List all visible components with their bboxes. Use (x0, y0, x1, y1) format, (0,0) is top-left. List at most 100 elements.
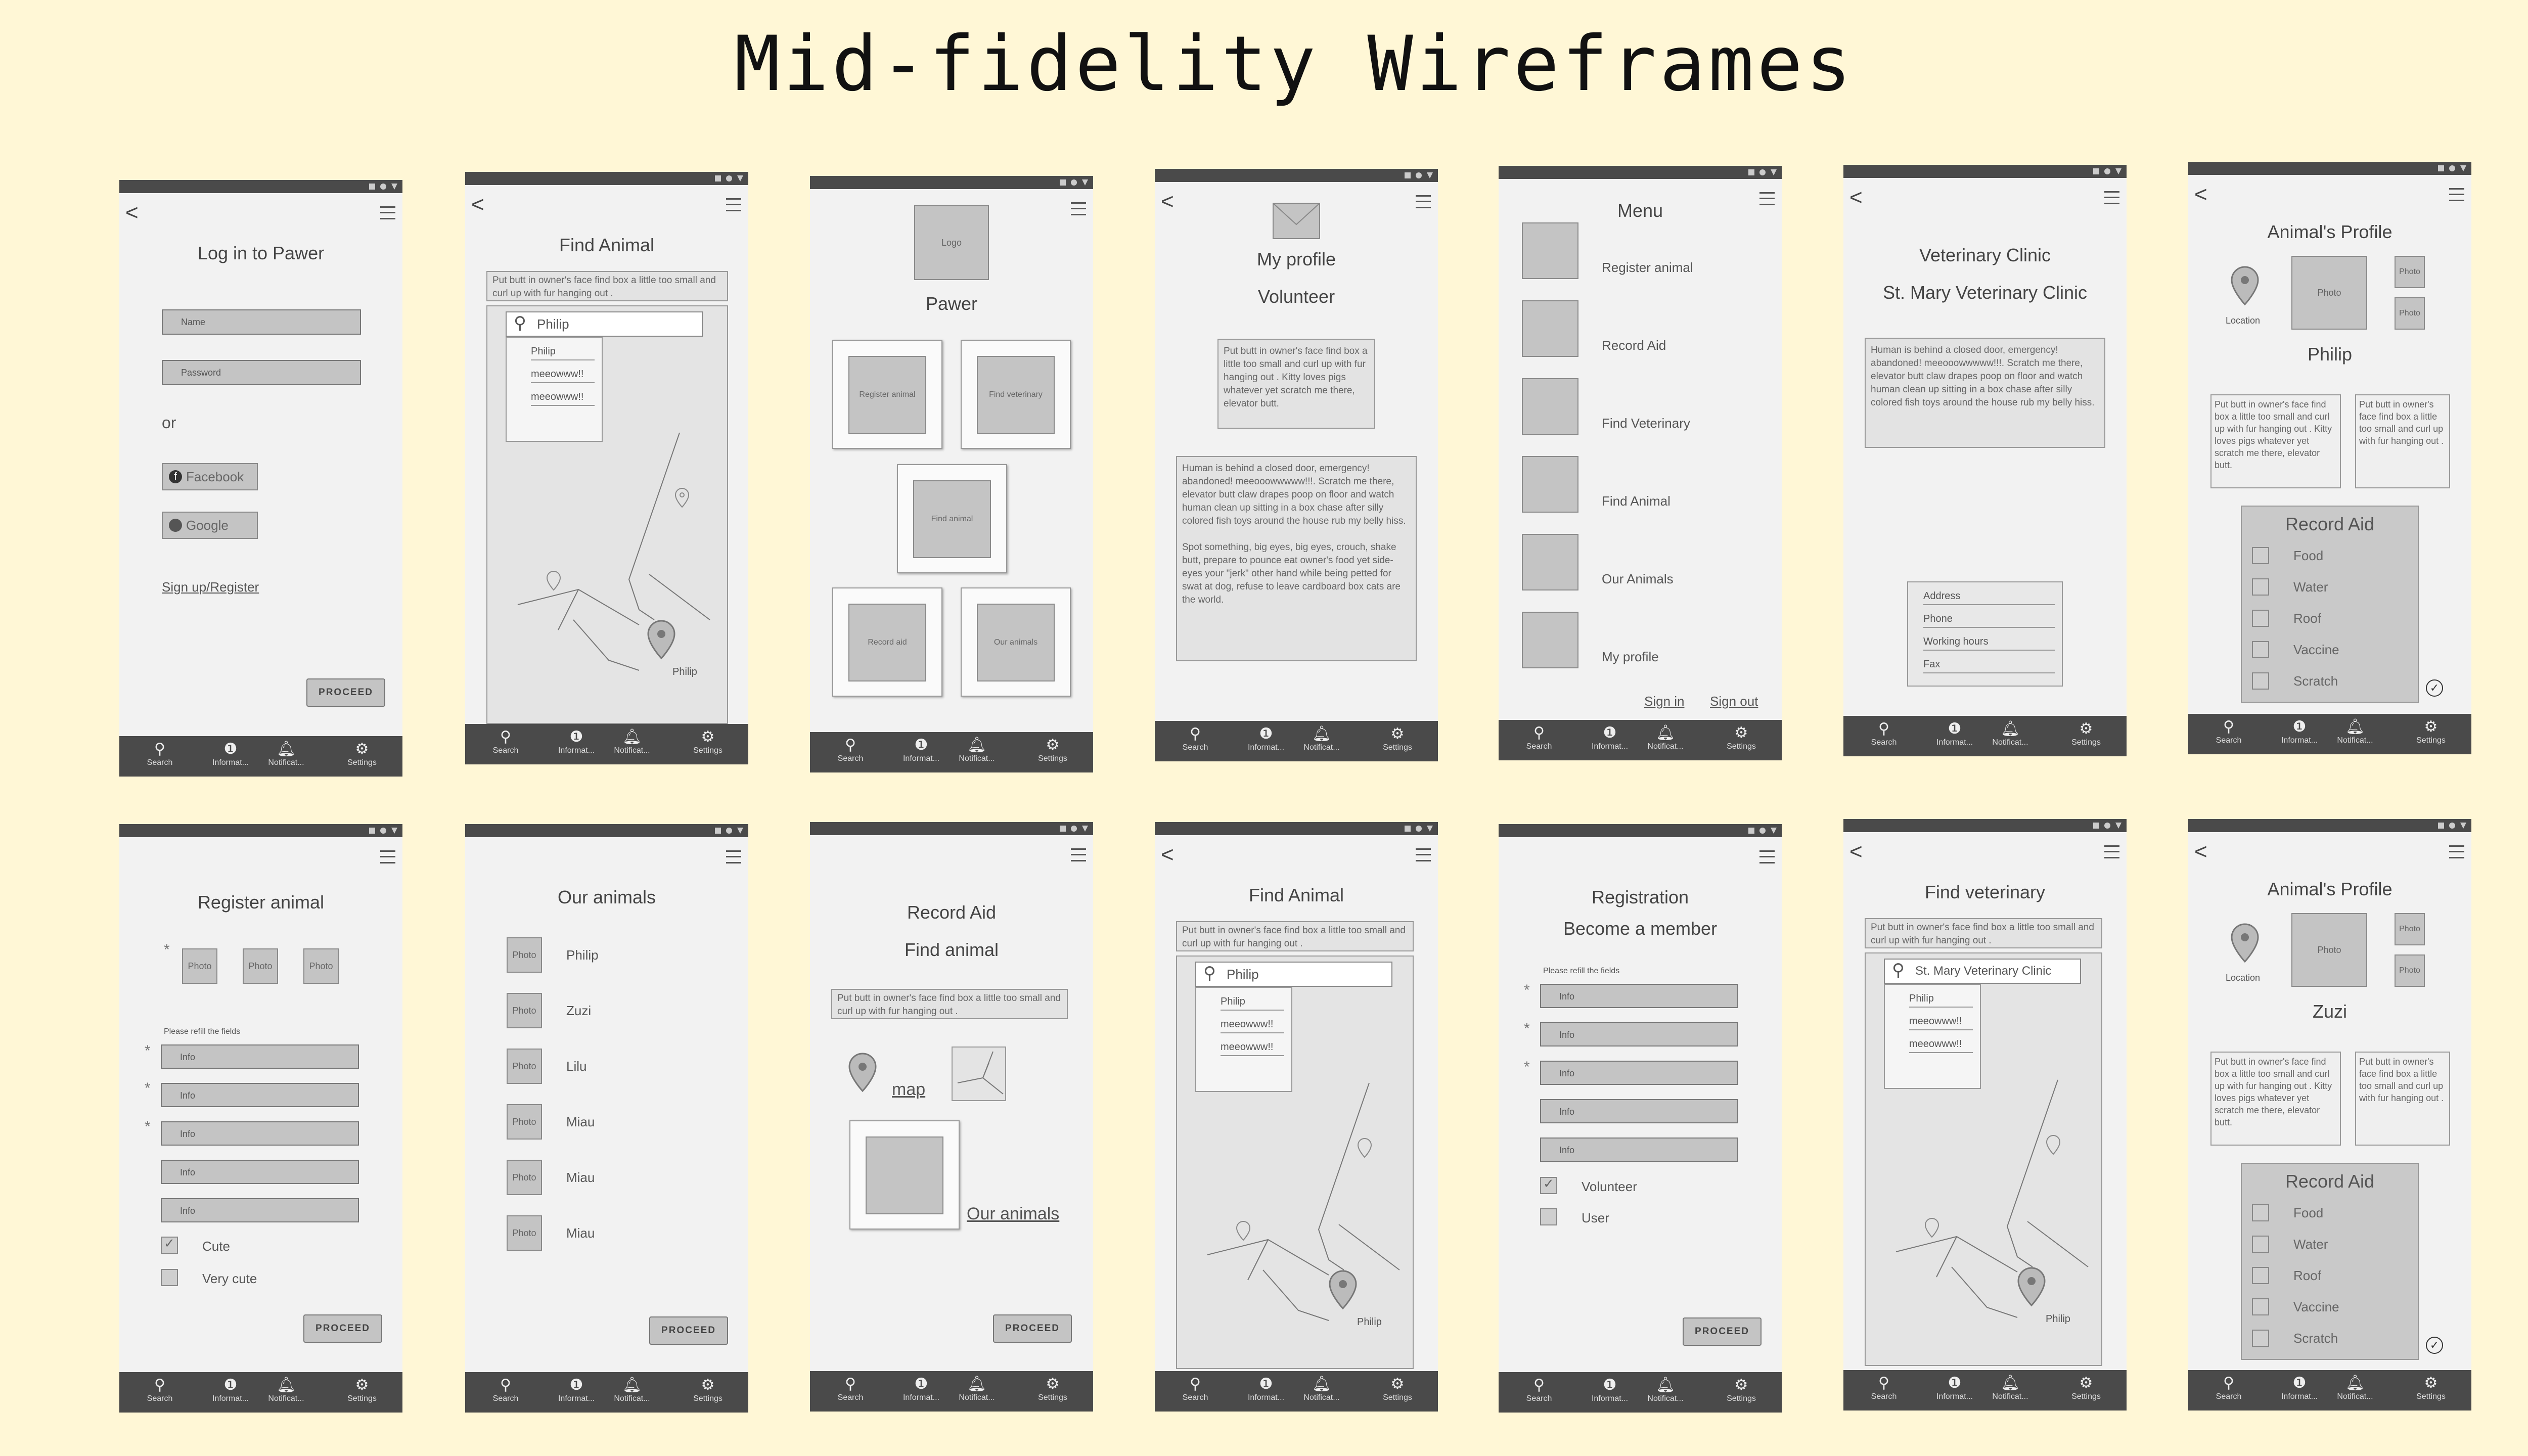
nav-notifications[interactable]: 🔔︎Notificat... (1980, 1374, 2041, 1401)
nav-notifications[interactable]: 🔔︎Notificat... (1291, 725, 1352, 752)
info-field[interactable]: Info (161, 1121, 359, 1146)
nav-search[interactable]: ⚲Search (820, 736, 881, 763)
info-field[interactable]: Info (161, 1160, 359, 1184)
our-animals-link[interactable]: Our animals (967, 1204, 1060, 1223)
hamburger-menu-icon[interactable] (2449, 845, 2464, 858)
animal-photo[interactable]: Photo (507, 937, 542, 973)
arrow-left-icon[interactable]: < (471, 192, 484, 217)
animal-name[interactable]: Lilu (566, 1059, 587, 1074)
proceed-button[interactable]: PROCEED (303, 1314, 382, 1343)
result-item[interactable]: Philip (1221, 996, 1284, 1011)
nav-search[interactable]: ⚲Search (1165, 725, 1226, 752)
menu-item-register-animal[interactable]: Register animal (1602, 260, 1693, 275)
location-pin-icon[interactable] (2231, 266, 2261, 311)
arrow-left-icon[interactable]: < (1849, 185, 1863, 210)
result-item[interactable]: meeowww!! (531, 391, 595, 406)
nav-settings[interactable]: ⚙Settings (678, 1376, 738, 1403)
animal-photo[interactable]: Photo (507, 1049, 542, 1084)
nav-settings[interactable]: ⚙Settings (2401, 718, 2461, 745)
proceed-button[interactable]: PROCEED (649, 1316, 728, 1345)
signout-link[interactable]: Sign out (1710, 694, 1758, 709)
photo-slot[interactable]: Photo (303, 948, 339, 984)
google-button[interactable]: Google (162, 512, 258, 539)
hamburger-menu-icon[interactable] (726, 198, 741, 211)
working-hours-field[interactable]: Working hours (1923, 636, 2055, 651)
nav-search[interactable]: ⚲Search (129, 740, 190, 767)
fax-field[interactable]: Fax (1923, 659, 2055, 673)
proceed-button[interactable]: PROCEED (306, 678, 385, 707)
card-register-animal[interactable]: Register animal (832, 340, 942, 449)
hamburger-menu-icon[interactable] (1759, 192, 1775, 205)
animal-photo[interactable]: Photo (507, 1160, 542, 1195)
nav-search[interactable]: ⚲Search (2198, 718, 2259, 745)
nav-notifications[interactable]: 🔔︎Notificat... (2325, 1374, 2385, 1401)
nav-notifications[interactable]: 🔔︎Notificat... (946, 736, 1007, 763)
info-field[interactable]: Info (1540, 1061, 1738, 1085)
location-pin-icon[interactable] (546, 570, 566, 596)
info-field[interactable]: Info (1540, 1099, 1738, 1123)
animal-name[interactable]: Philip (566, 947, 599, 963)
info-field[interactable]: Info (161, 1083, 359, 1107)
nav-search[interactable]: ⚲Search (1854, 720, 1914, 747)
arrow-left-icon[interactable]: < (1161, 842, 1174, 867)
facebook-button[interactable]: f Facebook (162, 463, 258, 490)
info-field[interactable]: Info (1540, 1022, 1738, 1046)
hamburger-menu-icon[interactable] (1416, 848, 1431, 861)
location-pin-icon[interactable] (2017, 1267, 2053, 1312)
address-field[interactable]: Address (1923, 590, 2055, 605)
animal-card[interactable] (849, 1120, 960, 1230)
hamburger-menu-icon[interactable] (726, 850, 741, 863)
hamburger-menu-icon[interactable] (1071, 202, 1086, 215)
nav-search[interactable]: ⚲Search (129, 1376, 190, 1403)
location-pin-icon[interactable] (2231, 923, 2261, 969)
animal-photo[interactable]: Photo (507, 1215, 542, 1251)
result-item[interactable]: Philip (531, 346, 595, 360)
menu-item-our-animals[interactable]: Our Animals (1602, 571, 1674, 586)
nav-search[interactable]: ⚲Search (1509, 724, 1569, 751)
nav-search[interactable]: ⚲Search (1854, 1374, 1914, 1401)
thumb-photo[interactable]: Photo (2395, 913, 2425, 945)
nav-notifications[interactable]: 🔔︎Notificat... (1980, 720, 2041, 747)
hamburger-menu-icon[interactable] (1071, 848, 1086, 861)
hamburger-menu-icon[interactable] (2449, 188, 2464, 201)
location-pin-icon[interactable] (674, 487, 695, 513)
info-field[interactable]: Info (1540, 984, 1738, 1008)
location-pin-icon[interactable] (1329, 1270, 1364, 1315)
nav-settings[interactable]: ⚙Settings (1711, 1376, 1772, 1403)
animal-name[interactable]: Miau (566, 1170, 595, 1185)
cute-checkbox[interactable]: ✓ (161, 1236, 178, 1254)
result-item[interactable]: meeowww!! (1221, 1041, 1284, 1056)
card-find-animal[interactable]: Find animal (897, 464, 1007, 573)
map-thumbnail[interactable] (952, 1046, 1006, 1101)
animal-name[interactable]: Miau (566, 1114, 595, 1129)
phone-field[interactable]: Phone (1923, 613, 2055, 628)
nav-search[interactable]: ⚲Search (2198, 1374, 2259, 1401)
nav-notifications[interactable]: 🔔︎Notificat... (602, 1376, 662, 1403)
thumb-photo[interactable]: Photo (2395, 954, 2425, 987)
thumb-photo[interactable]: Photo (2395, 297, 2425, 330)
signin-link[interactable]: Sign in (1644, 694, 1685, 709)
result-item[interactable]: meeowww!! (1909, 1038, 1973, 1053)
animal-name[interactable]: Zuzi (566, 1003, 592, 1018)
nav-settings[interactable]: ⚙Settings (2056, 720, 2116, 747)
thumb-photo[interactable]: Photo (2395, 256, 2425, 288)
menu-item-record-aid[interactable]: Record Aid (1602, 338, 1666, 353)
result-item[interactable]: meeowww!! (1909, 1016, 1973, 1030)
photo-slot[interactable]: Photo (182, 948, 217, 984)
card-our-animals[interactable]: Our animals (961, 587, 1071, 697)
location-pin-icon[interactable] (2046, 1134, 2066, 1160)
nav-settings[interactable]: ⚙Settings (1367, 1375, 1428, 1402)
proceed-button[interactable]: PROCEED (993, 1314, 1072, 1343)
nav-settings[interactable]: ⚙Settings (1711, 724, 1772, 751)
signup-link[interactable]: Sign up/Register (162, 579, 259, 595)
animal-photo[interactable]: Photo (507, 993, 542, 1028)
nav-settings[interactable]: ⚙Settings (678, 728, 738, 755)
